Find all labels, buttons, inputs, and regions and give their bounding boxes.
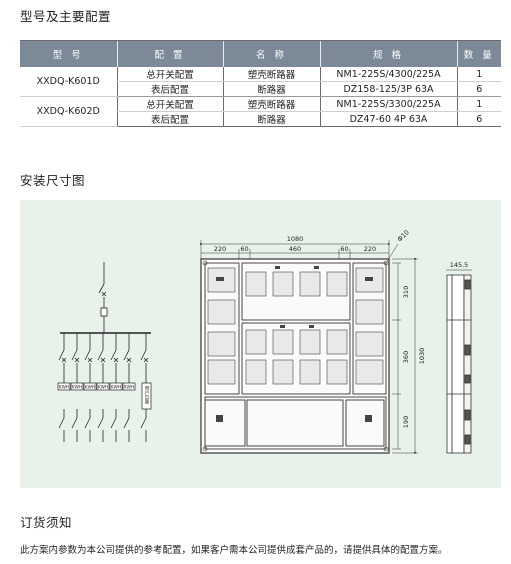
meter-module bbox=[207, 359, 236, 385]
header-qty: 数 量 bbox=[456, 41, 501, 67]
dim-right-col: 220 bbox=[364, 245, 376, 253]
table-row: 表后配置 断路器 DZ47-60 4P 63A 6 bbox=[20, 111, 501, 127]
dim-left-col: 220 bbox=[214, 245, 226, 253]
meter-module bbox=[245, 359, 267, 385]
config-cell: 表后配置 bbox=[116, 111, 223, 127]
meter-box: KWH bbox=[122, 382, 136, 391]
meter-module bbox=[272, 359, 294, 385]
meter-label: KWH bbox=[124, 385, 134, 391]
dim-bottom-section: 190 bbox=[402, 416, 410, 428]
qty-cell: 6 bbox=[456, 111, 501, 127]
wiring-schematic bbox=[58, 262, 151, 442]
meter-box: KWH bbox=[96, 382, 110, 391]
dimension-lines bbox=[199, 240, 472, 455]
qty-cell: 1 bbox=[456, 96, 501, 112]
meter-module bbox=[207, 299, 236, 325]
model-cell: XXDQ-K602D bbox=[20, 96, 117, 127]
order-section-title: 订货须知 bbox=[20, 515, 73, 530]
table-row: XXDQ-K601D 总开关配置 塑壳断路器 NM1-225S/4300/225… bbox=[20, 67, 501, 97]
meter-label: KWH bbox=[85, 385, 95, 391]
spec-section-title: 型号及主要配置 bbox=[20, 9, 112, 24]
qty-cell: 6 bbox=[456, 81, 501, 97]
meter-module bbox=[299, 359, 321, 385]
table-row: XXDQ-K602D 总开关配置 塑壳断路器 NM1-225S/3300/225… bbox=[20, 96, 501, 127]
header-model: 型 号 bbox=[20, 41, 117, 67]
order-note: 此方案内参数为本公司提供的参考配置，如果客户需本公司提供成套产品的，请提供具体的… bbox=[20, 545, 448, 556]
meter-module bbox=[272, 271, 294, 297]
config-cell: 总开关配置 bbox=[116, 96, 223, 112]
meter-box: KWH bbox=[57, 382, 71, 391]
cabinet-front-view bbox=[200, 258, 390, 454]
meter-module bbox=[326, 271, 348, 297]
meter-label: KWH bbox=[98, 385, 108, 391]
meter-module bbox=[326, 329, 348, 355]
meter-module bbox=[207, 331, 236, 357]
meter-module bbox=[245, 329, 267, 355]
spec-cell: DZ158-125/3P 63A bbox=[319, 81, 457, 97]
dim-overall-width: 1080 bbox=[287, 235, 304, 243]
name-cell: 塑壳断路器 bbox=[222, 96, 320, 112]
spec-cell: NM1-225S/4300/225A bbox=[319, 67, 457, 82]
spec-table: 型 号 配 置 名 称 规 格 数 量 XXDQ-K601D 总开关配置 塑壳断… bbox=[20, 41, 501, 127]
dim-depth: 145.5 bbox=[450, 261, 469, 269]
header-name: 名 称 bbox=[222, 41, 320, 67]
name-cell: 塑壳断路器 bbox=[222, 67, 320, 82]
meter-box: KWH bbox=[83, 382, 97, 391]
meter-module bbox=[355, 359, 384, 385]
dim-gap-right: 60 bbox=[340, 245, 348, 253]
qty-cell: 1 bbox=[456, 67, 501, 82]
dim-hole: Φ10 bbox=[396, 228, 411, 243]
dim-mid-section: 360 bbox=[402, 351, 410, 363]
spare-label: 用户自备 bbox=[144, 386, 149, 406]
spare-box: 用户自备 bbox=[141, 382, 152, 410]
meter-module bbox=[355, 331, 384, 357]
meter-label: KWH bbox=[111, 385, 121, 391]
meter-box: KWH bbox=[70, 382, 84, 391]
meter-module bbox=[245, 271, 267, 297]
dim-top-section: 310 bbox=[402, 286, 410, 298]
meter-module bbox=[299, 329, 321, 355]
drawing-section-title: 安装尺寸图 bbox=[20, 173, 86, 188]
config-cell: 总开关配置 bbox=[116, 67, 223, 82]
meter-box: KWH bbox=[109, 382, 123, 391]
name-cell: 断路器 bbox=[222, 111, 320, 127]
name-cell: 断路器 bbox=[222, 81, 320, 97]
header-spec: 规 格 bbox=[319, 41, 457, 67]
model-cell: XXDQ-K601D bbox=[20, 67, 117, 97]
meter-module bbox=[299, 271, 321, 297]
config-cell: 表后配置 bbox=[116, 81, 223, 97]
dim-gap-left: 60 bbox=[240, 245, 248, 253]
meter-label: KWH bbox=[72, 385, 82, 391]
table-row: 表后配置 断路器 DZ158-125/3P 63A 6 bbox=[20, 81, 501, 97]
header-config: 配 置 bbox=[116, 41, 223, 67]
dim-center: 460 bbox=[289, 245, 301, 253]
meter-module bbox=[272, 329, 294, 355]
meter-module bbox=[355, 299, 384, 325]
dim-overall-height: 1030 bbox=[418, 348, 426, 365]
cabinet-side-view bbox=[446, 274, 472, 454]
meter-label: KWH bbox=[59, 385, 69, 391]
spec-cell: DZ47-60 4P 63A bbox=[319, 111, 457, 127]
meter-module bbox=[326, 359, 348, 385]
table-top-rule bbox=[20, 40, 501, 41]
spec-cell: NM1-225S/3300/225A bbox=[319, 96, 457, 112]
table-header-row: 型 号 配 置 名 称 规 格 数 量 bbox=[20, 41, 501, 67]
